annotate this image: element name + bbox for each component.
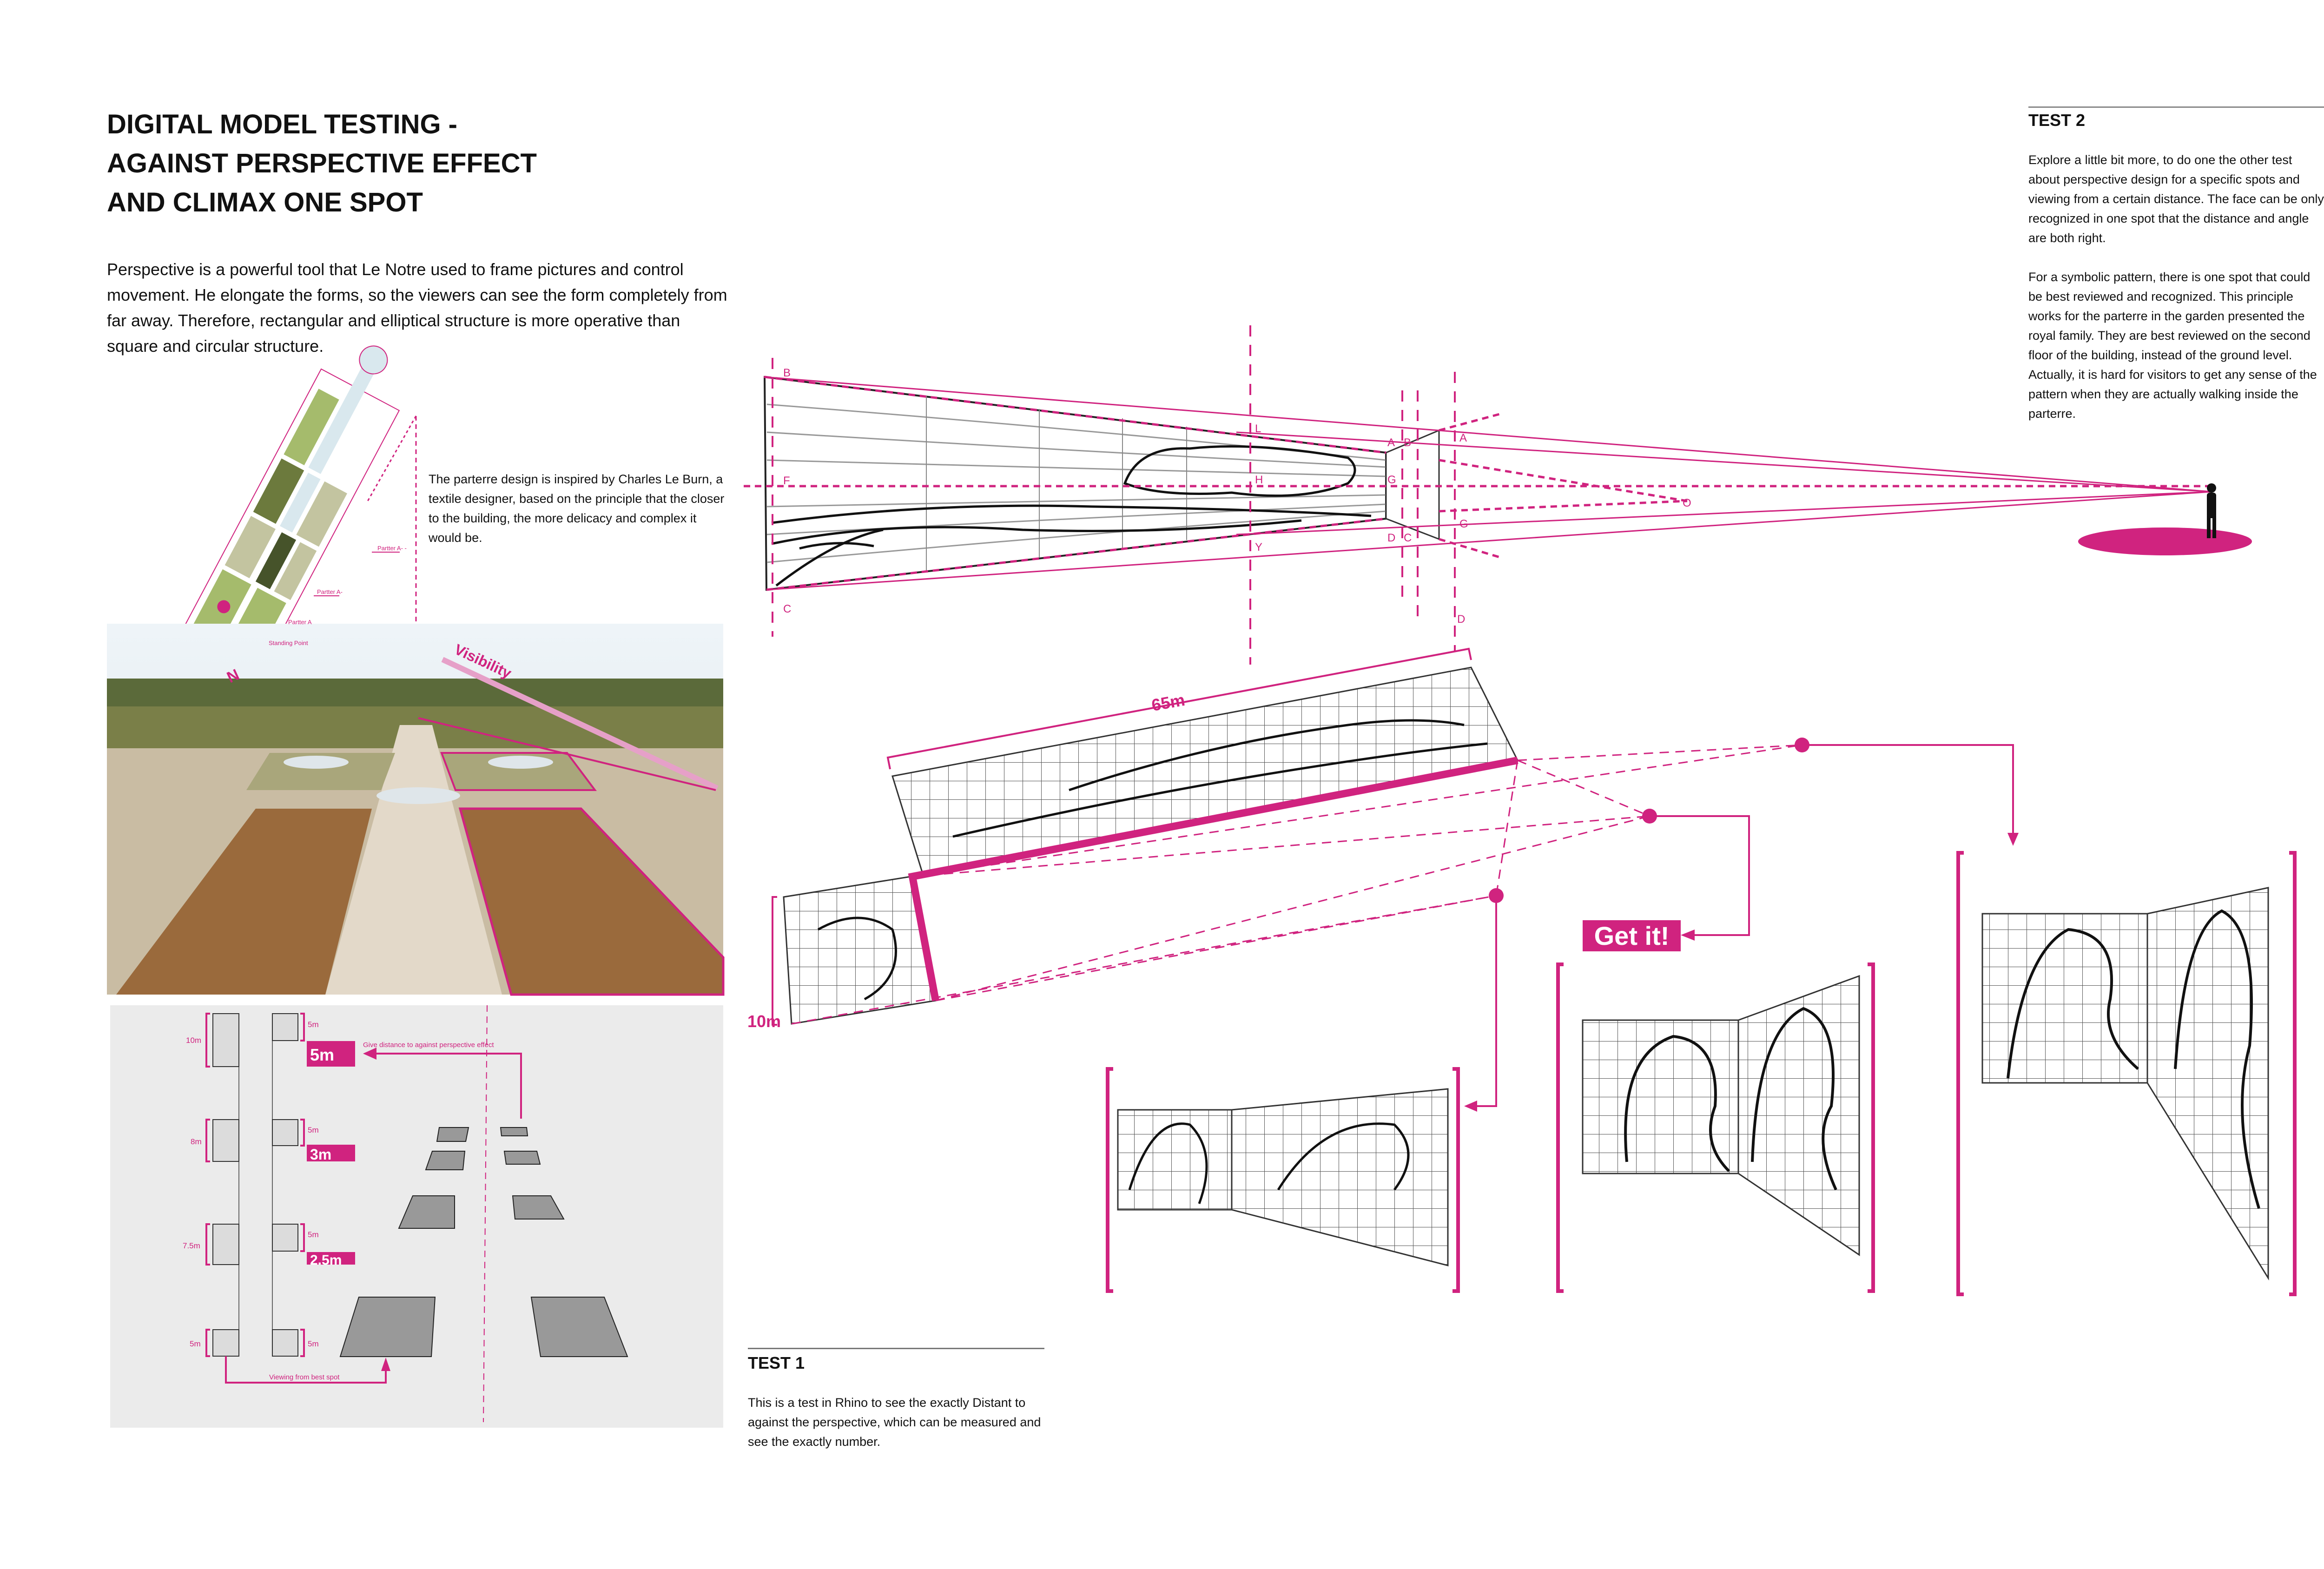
point-label: Y: [1255, 541, 1262, 554]
test2-paragraph-2: For a symbolic pattern, there is one spo…: [2028, 270, 2317, 421]
map-label: Standing Point: [269, 639, 308, 646]
point-label: L: [1255, 422, 1261, 435]
intro-paragraph: Perspective is a powerful tool that Le N…: [107, 260, 727, 356]
tile-label: 5m: [308, 1339, 319, 1348]
point-label: D: [1387, 532, 1395, 544]
test2-paragraph-1: Explore a little bit more, to do one the…: [2028, 153, 2324, 245]
point-label: B: [783, 367, 791, 379]
point-label: G: [1387, 474, 1396, 486]
title-line: DIGITAL MODEL TESTING -: [107, 109, 457, 139]
point-label: D: [1457, 613, 1465, 626]
map-label: Partter A-: [317, 588, 343, 595]
result-panel-1: [1106, 1067, 1460, 1293]
point-label: H: [1255, 474, 1263, 486]
map-label: Partter A: [288, 619, 312, 626]
test2-heading: TEST 2: [2028, 111, 2086, 130]
get-it-badge: Get it!: [1583, 920, 1681, 951]
point-label: A: [1459, 432, 1467, 444]
stretched-face-drawing: [771, 445, 1372, 587]
point-label: B: [1404, 436, 1411, 449]
point-label: C: [783, 603, 791, 615]
row-label: 7.5m: [183, 1241, 200, 1250]
3d-blocks: [339, 1127, 628, 1357]
tile-label: 5m: [308, 1230, 319, 1239]
tile-label: 5m: [308, 1020, 319, 1029]
test1-body: This is a test in Rhino to see the exact…: [748, 1396, 1041, 1449]
bottom-text: Viewing from best spot: [269, 1373, 340, 1381]
aerial-garden-photo: [107, 624, 725, 996]
viewer-figure-icon: [2207, 483, 2216, 538]
row-label: 5m: [190, 1339, 201, 1348]
map-label: Partter A- -: [377, 545, 407, 552]
offset-label: 3m: [310, 1146, 331, 1163]
row-label: 10m: [186, 1036, 201, 1045]
viewer-spot: [2078, 527, 2252, 555]
strip-height-label: 10m: [747, 1012, 781, 1031]
arrow-text: Give distance to against perspective eff…: [363, 1041, 494, 1049]
row-label: 8m: [191, 1137, 202, 1146]
strip-length-label: 65m: [1150, 690, 1186, 715]
test1-heading: TEST 1: [748, 1353, 805, 1372]
distance-diagram: [110, 1005, 723, 1428]
offset-label: 2.5m: [310, 1253, 342, 1268]
map-caption: The parterre design is inspired by Charl…: [429, 472, 725, 545]
test1-divider: [748, 1348, 1044, 1349]
point-label: C: [1404, 532, 1412, 544]
point-label: A: [1387, 436, 1395, 449]
tile-label: 5m: [308, 1126, 319, 1134]
result-panel-2: [1556, 962, 1875, 1293]
point-label: O: [1683, 497, 1691, 509]
point-label: G: [1459, 518, 1468, 530]
page-title: DIGITAL MODEL TESTING - AGAINST PERSPECT…: [107, 105, 711, 222]
result-panel-3: [1956, 851, 2297, 1296]
title-line: AND CLIMAX ONE SPOT: [107, 187, 423, 218]
point-label: F: [783, 475, 790, 487]
test2-divider: [2028, 106, 2324, 108]
perspective-construction: [744, 325, 2252, 665]
offset-label: 5m: [310, 1045, 334, 1064]
title-line: AGAINST PERSPECTIVE EFFECT: [107, 148, 537, 178]
anamorphic-strip: [772, 647, 2019, 1112]
